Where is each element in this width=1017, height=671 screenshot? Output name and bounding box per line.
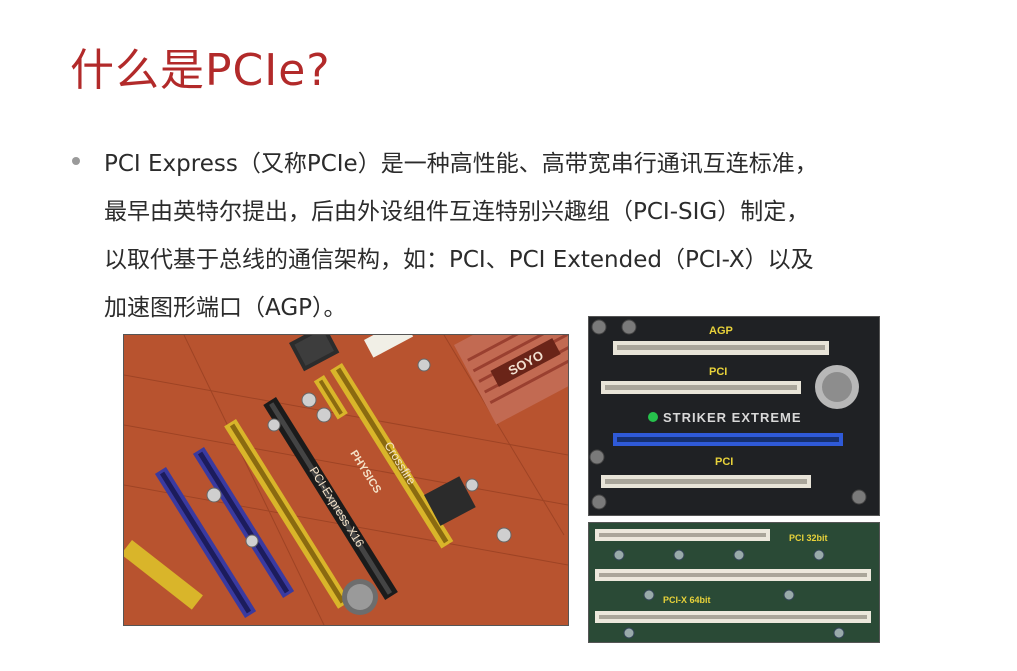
pci-x-board-photo: PCI 32bit PCI-X 64bit (588, 522, 880, 643)
pci-x-board-illustration: PCI 32bit PCI-X 64bit (589, 523, 879, 642)
motherboard-photo: SOYO (123, 334, 569, 626)
pci-32bit-label: PCI 32bit (789, 533, 828, 543)
bullet-text: PCI Express（又称PCIe）是一种高性能、高带宽串行通讯互连标准， 最… (104, 140, 972, 332)
bullet-dot-icon (72, 157, 80, 165)
striker-extreme-label: STRIKER EXTREME (663, 410, 802, 425)
pci-label-top: PCI (709, 366, 727, 378)
bullet-line-3: 以取代基于总线的通信架构，如：PCI、PCI Extended（PCI-X）以及 (104, 247, 814, 273)
motherboard-illustration: SOYO (124, 335, 568, 625)
slide-title: 什么是PCIe? (70, 45, 331, 96)
bullet-line-4: 加速图形端口（AGP）。 (104, 295, 347, 321)
agp-label: AGP (709, 325, 733, 337)
bullet-line-2: 最早由英特尔提出，后由外设组件互连特别兴趣组（PCI-SIG）制定， (104, 199, 810, 225)
striker-board-illustration: AGP PCI STRIKER EXTREME PCI (589, 317, 879, 515)
pci-label-bottom: PCI (715, 456, 733, 468)
bullet-line-1: PCI Express（又称PCIe）是一种高性能、高带宽串行通讯互连标准， (104, 151, 818, 177)
striker-board-photo: AGP PCI STRIKER EXTREME PCI (588, 316, 880, 516)
bullet-item: PCI Express（又称PCIe）是一种高性能、高带宽串行通讯互连标准， 最… (72, 140, 972, 332)
pci-x-64bit-label: PCI-X 64bit (663, 595, 711, 605)
